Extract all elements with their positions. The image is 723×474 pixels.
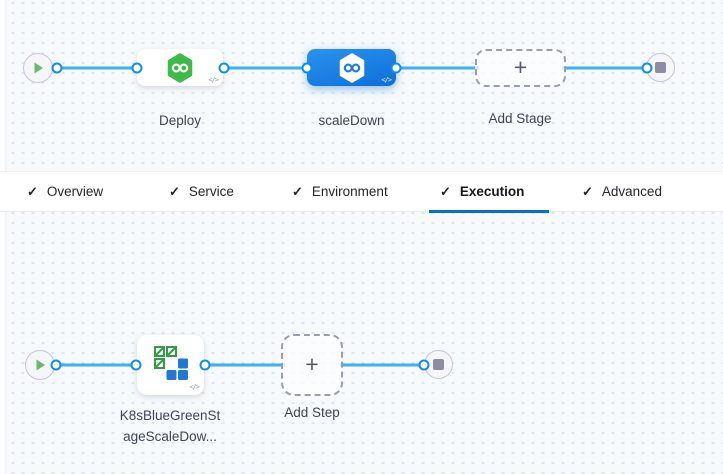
stop-icon xyxy=(655,62,666,73)
connector-port[interactable] xyxy=(131,62,143,74)
k8s-bluegreen-scaledown-icon xyxy=(153,346,188,380)
tab-environment[interactable]: ✓ Environment xyxy=(292,183,388,200)
play-icon xyxy=(34,62,43,74)
step-edge xyxy=(200,363,285,367)
stage-edge xyxy=(220,66,311,70)
plus-icon: + xyxy=(513,53,528,80)
connector-port[interactable] xyxy=(641,62,653,74)
connector-port[interactable] xyxy=(218,62,230,74)
tab-advanced[interactable]: ✓ Advanced xyxy=(582,183,662,200)
play-icon xyxy=(36,359,45,371)
stage-node-deploy[interactable]: </> xyxy=(137,49,223,86)
tab-overview[interactable]: ✓ Overview xyxy=(27,183,104,200)
stage-edge xyxy=(51,66,141,70)
stage-label-deploy: Deploy xyxy=(158,113,202,128)
harness-cd-icon xyxy=(339,52,364,83)
tab-execution[interactable]: ✓ Execution xyxy=(440,183,525,200)
connector-port[interactable] xyxy=(50,359,62,371)
check-icon: ✓ xyxy=(27,183,38,199)
execution-start-node xyxy=(25,350,55,380)
step-edge xyxy=(50,363,140,367)
add-step-button[interactable]: + xyxy=(281,334,343,396)
code-badge-icon: </> xyxy=(208,76,219,84)
connector-port[interactable] xyxy=(418,359,430,371)
step-edge xyxy=(340,363,428,367)
active-tab-underline xyxy=(429,210,549,213)
add-stage-button[interactable]: + xyxy=(475,49,566,87)
stage-node-scaledown[interactable]: </> xyxy=(307,49,396,86)
tab-service[interactable]: ✓ Service xyxy=(169,183,234,200)
add-stage-label: Add Stage xyxy=(488,111,552,126)
step-node-k8s-bluegreen-scaledown[interactable]: </> xyxy=(137,335,204,395)
stage-label-scaledown: scaleDown xyxy=(318,113,385,128)
panel-edge-divider xyxy=(0,0,5,474)
stop-icon xyxy=(433,359,444,370)
check-icon: ✓ xyxy=(169,183,180,199)
harness-cd-icon xyxy=(167,52,193,83)
check-icon: ✓ xyxy=(292,183,303,199)
add-step-label: Add Step xyxy=(284,405,340,420)
connector-port[interactable] xyxy=(390,62,402,74)
check-icon: ✓ xyxy=(440,183,451,199)
step-label: K8sBlueGreenSt ageScaleDow... xyxy=(119,408,221,444)
plus-icon: + xyxy=(305,350,319,377)
connector-port[interactable] xyxy=(130,359,142,371)
stage-edge xyxy=(392,66,479,70)
stage-config-tabbar: ✓ Overview ✓ Service ✓ Environment ✓ Exe… xyxy=(0,171,723,213)
code-badge-icon: </> xyxy=(381,76,392,84)
code-badge-icon: </> xyxy=(189,383,200,391)
connector-port[interactable] xyxy=(199,359,211,371)
pipeline-start-node xyxy=(23,53,53,83)
connector-port[interactable] xyxy=(301,62,313,74)
connector-port[interactable] xyxy=(51,62,63,74)
stage-edge xyxy=(562,66,650,70)
check-icon: ✓ xyxy=(582,183,593,199)
